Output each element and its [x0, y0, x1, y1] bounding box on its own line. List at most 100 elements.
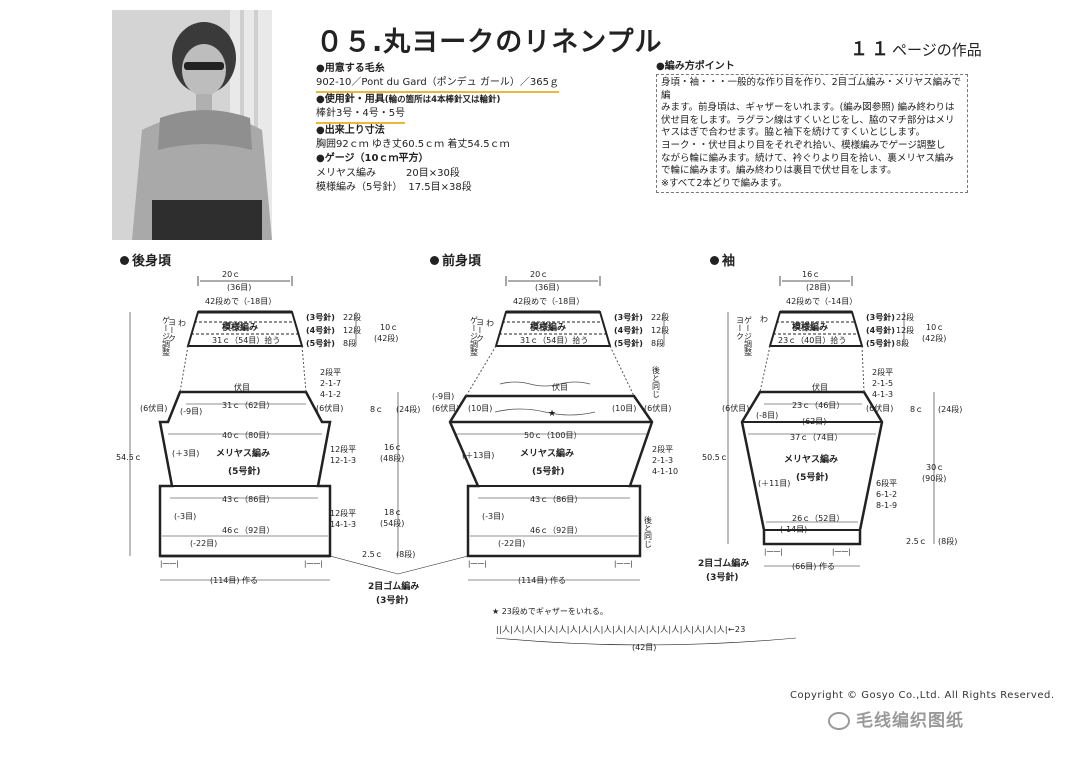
sleeve-side-3: 8-1-9 [876, 501, 897, 510]
sleeve-yoke-height: 10ｃ [926, 323, 944, 332]
front-chest-width: 50ｃ（100目） [524, 431, 581, 440]
sleeve-yoke-width: 16ｃ [802, 270, 820, 279]
sleeve-rib-symbol-left: |一一| [764, 548, 783, 556]
back-chest-width: 40ｃ（80目） [222, 431, 274, 440]
front-body-heading: 前身頃 [430, 250, 481, 269]
gather-chart: ★ 23段めでギャザーをいれる。 ||人|人|人|人|人|人|人|人|人|人|人… [492, 606, 797, 652]
page-reference-suffix: ページの作品 [892, 41, 982, 59]
gather-note: ★ 23段めでギャザーをいれる。 [492, 606, 608, 616]
point-line: ヤスはぎで合わせます。脇と袖下を続けてすくいとじします。 [661, 127, 926, 139]
back-pattern-label: 模様編み [222, 321, 258, 333]
sleeve-cap-rows: (24段) [938, 404, 962, 414]
sleeve-rib-needle: (3号針) [706, 571, 739, 583]
front-decrease-22: (-22目) [498, 539, 525, 548]
front-waist-width: 43ｃ（86目） [530, 495, 582, 504]
front-body-heading-text: 前身頃 [442, 254, 482, 269]
back-bindoff-right: (6伏目) [316, 403, 343, 413]
sleeve-wa-label: わ [760, 315, 768, 324]
knitting-points-heading: ●編み方ポイント [656, 61, 735, 72]
back-hem-width: 46ｃ（92目） [222, 526, 274, 535]
wechat-icon [828, 712, 850, 730]
back-rib-height: 2.5ｃ [362, 550, 383, 559]
sleeve-side-1: 6段平 [876, 478, 897, 488]
gauge-1-name: メリヤス編み [316, 167, 376, 179]
front-body-needle: (5号針) [532, 465, 565, 477]
sleeve-increase-11: (＋11目) [758, 479, 790, 488]
back-rows-22: 22段 [343, 312, 361, 322]
sleeve-raglan-2: 2-1-5 [872, 379, 893, 388]
front-pickup-label: 31ｃ（54目）拾う [520, 335, 588, 345]
knitting-points-box: 身頃・袖・・・一般的な作り目を作り、2目ゴム編み・メリヤス編みで編 みます。前身… [656, 74, 968, 194]
front-bindoff-left: (6伏目) [432, 403, 459, 413]
sleeve-top-width: 23ｃ（46目） [792, 401, 844, 410]
front-bindoff-10-right: (10目) [612, 404, 636, 413]
front-yoke-stitches: (36目) [535, 283, 559, 292]
back-needle-5: (5号針) [306, 338, 335, 348]
sleeve-gauge-adjust-label: ゲージ調整 [744, 316, 753, 356]
size-heading: ●出来上り寸法 [316, 124, 385, 136]
gauge-2-value: 17.5目×38段 [408, 182, 472, 194]
back-cast-on: (114目) 作る [210, 575, 258, 585]
back-yoke-width: 20ｃ [222, 270, 240, 279]
rib-label: 2目ゴム編み [368, 580, 419, 592]
sleeve-cuff-width: 26ｃ（52目） [792, 514, 844, 523]
sleeve-bindoff-label: 伏目 [812, 382, 828, 392]
rib-needle: (3号針) [376, 594, 409, 606]
back-mid-rows: (48段) [380, 453, 404, 463]
back-raglan-1: 2段平 [320, 367, 341, 377]
bullet-icon [710, 256, 719, 265]
back-yoke-stitches: (36目) [227, 283, 251, 292]
point-line: ヨーク・・伏せ目より目をそれぞれ拾い、模様編みでゲージ調整し [661, 139, 946, 151]
front-side-2: 2-1-3 [652, 456, 673, 465]
bullet-icon [120, 256, 129, 265]
back-yoke-rows: (42段) [374, 333, 398, 343]
back-rib-rows: (8段) [396, 549, 415, 559]
page-title: ０５.丸ヨークのリネンプル [316, 27, 663, 58]
sleeve-needle-3: (3号針) [866, 312, 895, 322]
front-yoke-width: 20ｃ [530, 270, 548, 279]
back-total-length: 54.5ｃ [116, 453, 142, 462]
sleeve-pickup-label: 23ｃ（40目）拾う [778, 335, 846, 345]
front-needle-3: (3号針) [614, 312, 643, 322]
back-needle-3: (3号針) [306, 312, 335, 322]
front-hem-width: 46ｃ（92目） [530, 526, 582, 535]
sleeve-rows-22: 22段 [896, 312, 914, 322]
sleeve-rows-12: 12段 [896, 325, 914, 335]
size-info: 胸囲92ｃｍ ゆき丈60.5ｃｍ 着丈54.5ｃｍ [316, 139, 510, 151]
page-number: １１ [850, 39, 892, 60]
sleeve-rib-rows: (8段) [938, 536, 957, 546]
sleeve-pattern-label: 模様編み [792, 321, 828, 333]
sleeve-yoke-label: ヨーク [736, 316, 745, 340]
back-yoke-label: ヨーク [168, 318, 177, 342]
page-reference: １１ページの作品 [850, 35, 982, 61]
sleeve-rib-height: 2.5ｃ [906, 537, 927, 546]
sleeve-body-height: 30ｃ [926, 463, 944, 472]
back-waist-width: 43ｃ（86目） [222, 495, 274, 504]
back-stockinette-label: メリヤス編み [216, 447, 270, 459]
front-rows-22: 22段 [651, 312, 669, 322]
gauge-heading: ●ゲージ（10ｃｍ平方） [316, 153, 429, 165]
front-wa-label: わ [486, 319, 494, 328]
point-line: で輪に編みます。編み終わりは裏目で伏せ目をします。 [661, 165, 897, 177]
back-pickup-label: 31ｃ（54目）拾う [212, 335, 280, 345]
sleeve-heading: 袖 [710, 250, 735, 269]
sleeve-yoke-stitches: (28目) [806, 283, 830, 292]
sleeve-diagram: 16ｃ (28目) 42段めで（-14目） わ ヨーク ゲージ調整 模様編み 2… [698, 270, 962, 583]
sleeve-outline [740, 390, 884, 546]
sleeve-bindoff-right: (6伏目) [866, 403, 893, 413]
bullet-icon [430, 256, 439, 265]
sleeve-cap-height: 8ｃ [910, 405, 923, 414]
back-rib-symbol-right: |一一| [304, 560, 323, 568]
front-same-as-back-bottom: 後と同じ [644, 515, 653, 548]
front-rows-12: 12段 [651, 325, 669, 335]
back-increase-3: (＋3目) [172, 449, 199, 458]
back-side-2: 12-1-3 [330, 456, 356, 465]
front-gauge-adjust-label: ゲージ調整 [470, 316, 479, 356]
back-armhole-height: 8ｃ [370, 405, 383, 414]
front-side-1: 2段平 [652, 444, 673, 454]
back-rib-symbol-left: |一一| [160, 560, 179, 568]
sleeve-decrease-14: (-14目) [780, 525, 807, 534]
gather-stitch-count: (42目) [632, 643, 656, 652]
front-decrease-9: (-9目) [432, 392, 454, 401]
front-increase-13: (＋13目) [462, 451, 494, 460]
